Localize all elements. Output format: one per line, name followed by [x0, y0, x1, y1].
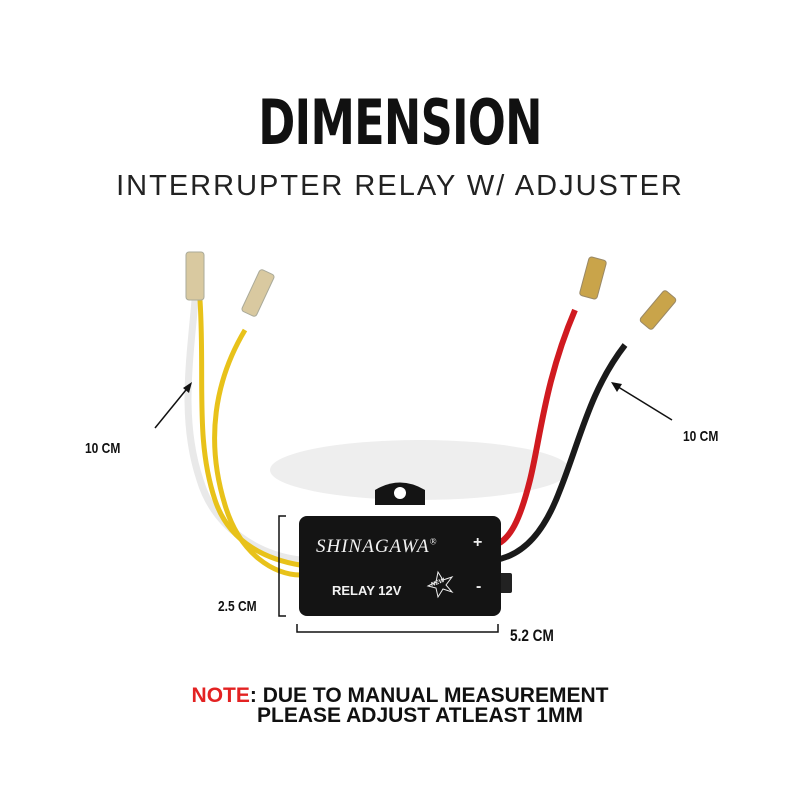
yellow-wire-2 [212, 328, 301, 578]
yellow-wire-1 [197, 299, 301, 568]
terminal-black [639, 290, 677, 330]
note-line-1: : DUE TO MANUAL MEASUREMENT [249, 684, 609, 707]
width-dimension: 5.2 CM [510, 626, 554, 645]
minus-label: - [476, 578, 482, 595]
note-prefix: NOTE [191, 684, 250, 707]
terminal-red [579, 256, 607, 300]
mounting-hole [394, 487, 406, 499]
new-star-icon [426, 570, 454, 599]
page-title: DIMENSION [258, 86, 542, 159]
left-arrowhead [183, 382, 192, 393]
model-label: RELAY 12V [332, 583, 402, 598]
brand-label: SHINAGAWA® [316, 536, 438, 557]
right-arrowhead [611, 382, 622, 392]
right-arrow [614, 384, 673, 421]
terminal-left-2 [241, 269, 275, 317]
red-wire [493, 308, 578, 548]
left-wire-length: 10 CM [85, 440, 121, 457]
terminal-left-1 [185, 251, 205, 301]
height-bracket [278, 515, 286, 617]
black-wire [494, 343, 628, 563]
page-subtitle: INTERRUPTER RELAY W/ ADJUSTER [116, 170, 684, 202]
left-arrow [154, 384, 191, 429]
relay-body [299, 516, 501, 616]
height-dimension: 2.5 CM [218, 598, 257, 615]
measurement-note: NOTE: DUE TO MANUAL MEASUREMENT PLEASE A… [0, 684, 800, 727]
white-wire [184, 299, 301, 564]
plus-label: + [473, 534, 483, 551]
shadow [270, 440, 570, 500]
width-bracket [296, 624, 499, 633]
right-wire-length: 10 CM [683, 428, 719, 445]
adjuster-knob[interactable] [498, 573, 512, 593]
note-line-2: PLEASE ADJUST ATLEAST 1MM [257, 704, 583, 727]
